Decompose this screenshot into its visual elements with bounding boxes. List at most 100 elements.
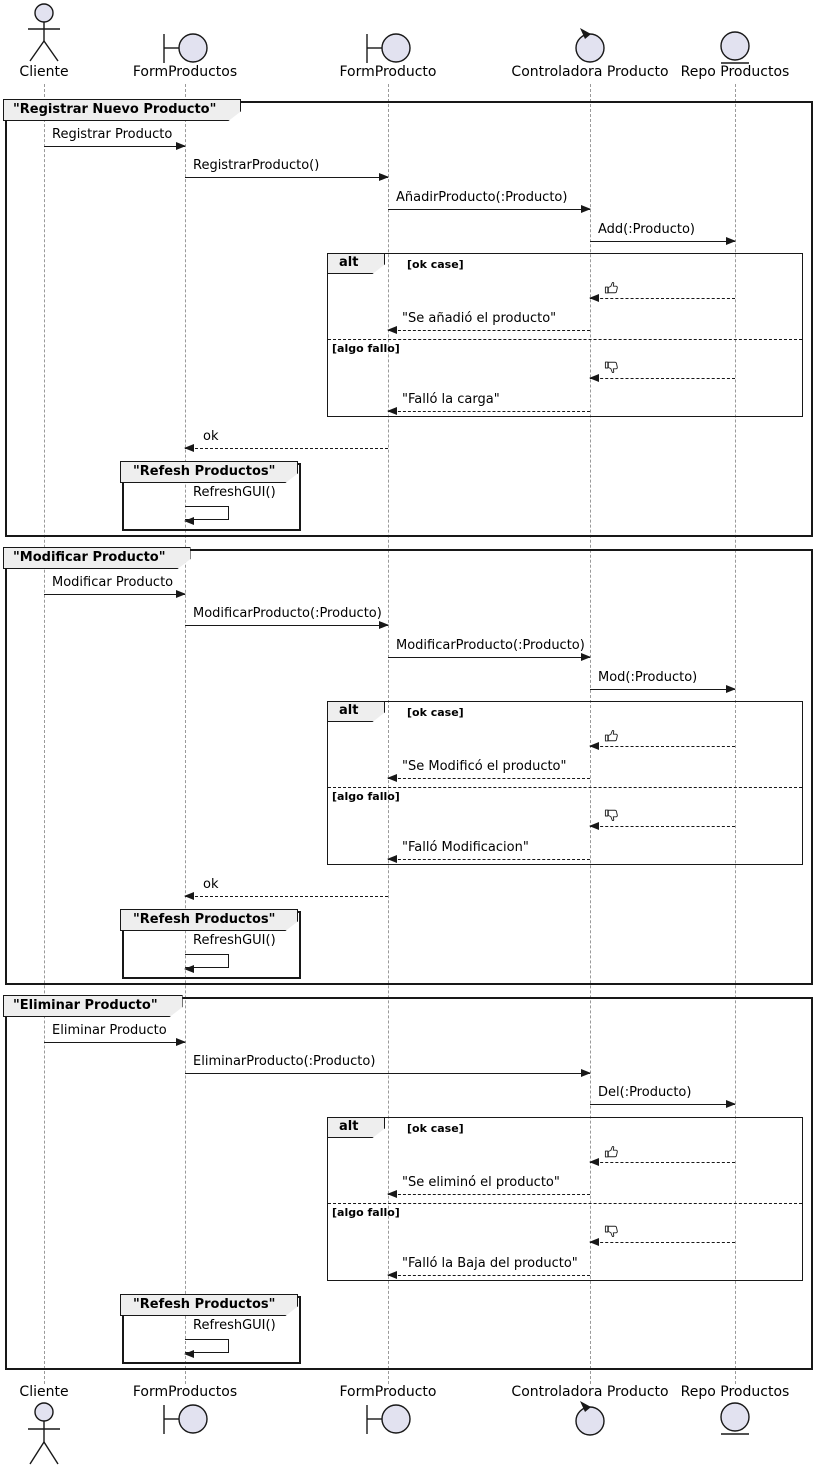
thumbs-down-icon	[604, 360, 619, 375]
thumbs-up-icon	[604, 1144, 619, 1159]
subframe-title: "Refesh Productos"	[120, 1294, 298, 1316]
reply-arrow	[387, 1190, 590, 1198]
arrowhead-icon	[589, 294, 599, 302]
alt-fragment	[327, 1117, 803, 1281]
subframe-title: "Refesh Productos"	[120, 909, 298, 931]
boundary-icon	[363, 32, 413, 66]
actor-icon	[22, 1402, 66, 1466]
arrowhead-icon	[726, 685, 736, 693]
return-arrow	[184, 892, 388, 900]
alt-guard: [algo fallo]	[332, 790, 400, 803]
message-arrow	[185, 1069, 591, 1077]
alt-fragment	[327, 701, 803, 865]
message-label: Mod(:Producto)	[598, 670, 698, 685]
arrowhead-icon	[589, 1238, 599, 1246]
arrowhead-icon	[184, 892, 194, 900]
reply-arrow	[589, 1238, 735, 1246]
message-label: Del(:Producto)	[598, 1085, 692, 1100]
reply-arrow	[589, 822, 735, 830]
arrowhead-icon	[176, 142, 186, 150]
arrowhead-icon	[589, 1158, 599, 1166]
arrowhead-icon	[387, 1190, 397, 1198]
arrowhead-icon	[589, 742, 599, 750]
participant-label-formproductos: FormProductos	[132, 64, 238, 80]
arrowhead-icon	[387, 855, 397, 863]
message-label: EliminarProducto(:Producto)	[193, 1054, 376, 1069]
self-message-arrow	[184, 506, 229, 525]
reply-arrow	[387, 774, 590, 782]
self-message-label: RefreshGUI()	[193, 485, 276, 500]
alt-guard: [ok case]	[407, 1122, 464, 1135]
alt-divider	[328, 1203, 802, 1204]
message-arrow	[388, 205, 591, 213]
arrowhead-icon	[589, 374, 599, 382]
message-arrow	[44, 1038, 186, 1046]
arrowhead-icon	[176, 1038, 186, 1046]
participant-label-cliente: Cliente	[19, 1384, 69, 1400]
frame-modificar-producto	[5, 549, 813, 985]
thumbs-down-icon	[604, 1224, 619, 1239]
reply-arrow	[387, 855, 590, 863]
boundary-icon	[160, 1403, 210, 1437]
message-arrow	[590, 237, 736, 245]
thumbs-up-icon	[604, 280, 619, 295]
participant-label-formproducto: FormProducto	[339, 1384, 437, 1400]
reply-arrow	[589, 294, 735, 302]
arrowhead-icon	[387, 326, 397, 334]
arrowhead-icon	[379, 173, 389, 181]
message-label: Add(:Producto)	[598, 222, 696, 237]
self-message-arrow	[184, 954, 229, 973]
alt-guard: [algo fallo]	[332, 342, 400, 355]
alt-operator: alt	[327, 701, 385, 722]
frame-title: "Registrar Nuevo Producto"	[3, 99, 241, 121]
lifeline-cliente	[43, 84, 45, 1384]
control-icon	[573, 1399, 607, 1437]
participant-label-repo: Repo Productos	[680, 64, 790, 80]
arrowhead-icon	[184, 444, 194, 452]
arrowhead-icon	[387, 407, 397, 415]
reply-label: "Falló la carga"	[402, 392, 500, 407]
boundary-icon	[160, 32, 210, 66]
alt-divider	[328, 339, 802, 340]
message-label: Registrar Producto	[52, 127, 173, 142]
message-label: Modificar Producto	[52, 575, 174, 590]
message-arrow	[44, 142, 186, 150]
frame-title: "Modificar Producto"	[3, 547, 191, 569]
alt-divider	[328, 787, 802, 788]
message-arrow	[185, 173, 389, 181]
participant-label-formproductos: FormProductos	[132, 1384, 238, 1400]
frame-title: "Eliminar Producto"	[3, 995, 183, 1017]
alt-guard: [ok case]	[407, 258, 464, 271]
return-label: ok	[203, 877, 219, 892]
message-label: AñadirProducto(:Producto)	[396, 190, 568, 205]
reply-arrow	[589, 374, 735, 382]
thumbs-up-icon	[604, 728, 619, 743]
subframe-title: "Refesh Productos"	[120, 461, 298, 483]
message-label: ModificarProducto(:Producto)	[396, 638, 585, 653]
participant-label-controladora: Controladora Producto	[511, 64, 669, 80]
return-arrow	[184, 444, 388, 452]
boundary-icon	[363, 1403, 413, 1437]
arrowhead-icon	[387, 774, 397, 782]
alt-guard: [algo fallo]	[332, 1206, 400, 1219]
alt-fragment	[327, 253, 803, 417]
reply-arrow	[589, 1158, 735, 1166]
arrowhead-icon	[726, 1100, 736, 1108]
lifeline-controladora	[589, 84, 591, 1384]
entity-icon	[719, 30, 751, 66]
self-message-label: RefreshGUI()	[193, 933, 276, 948]
reply-arrow	[387, 1271, 590, 1279]
reply-label: "Falló la Baja del producto"	[402, 1256, 578, 1271]
participant-label-formproducto: FormProducto	[339, 64, 437, 80]
message-arrow	[44, 590, 186, 598]
participant-label-repo: Repo Productos	[680, 1384, 790, 1400]
alt-operator: alt	[327, 253, 385, 274]
message-arrow	[590, 1100, 736, 1108]
reply-arrow	[387, 326, 590, 334]
actor-icon	[22, 2, 66, 64]
arrowhead-icon	[379, 621, 389, 629]
arrowhead-icon	[581, 1069, 591, 1077]
reply-label: "Se eliminó el producto"	[402, 1175, 560, 1190]
entity-icon	[719, 1401, 751, 1437]
message-label: RegistrarProducto()	[193, 158, 320, 173]
